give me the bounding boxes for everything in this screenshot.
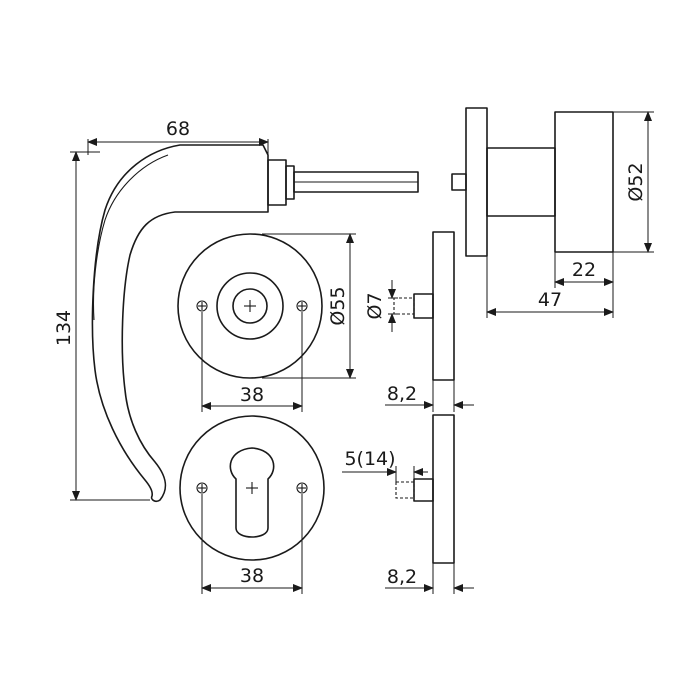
screw-icon xyxy=(296,300,308,312)
dim-label-22: 22 xyxy=(572,259,596,281)
rose-side-view xyxy=(393,231,455,381)
screw-icon xyxy=(196,482,208,494)
dim-label-d7: Ø7 xyxy=(364,292,386,319)
rose-outer-circle xyxy=(177,233,323,379)
dim-handle-height: 134 xyxy=(53,151,150,501)
knob-rose-plate xyxy=(465,107,488,257)
escutcheon-spindle-side xyxy=(413,478,434,502)
dim-knob-projection: 47 xyxy=(486,216,614,318)
dim-label-5-14: 5(14) xyxy=(344,448,395,470)
dim-label-38-escutcheon: 38 xyxy=(240,565,264,587)
dim-handle-width: 68 xyxy=(87,118,269,155)
rose-plate-side xyxy=(432,231,455,381)
knob-side-view xyxy=(451,107,614,257)
dim-spindle-diameter: Ø7 xyxy=(364,280,398,332)
dim-label-134: 134 xyxy=(53,310,75,346)
knob-neck xyxy=(486,147,556,217)
dim-label-8-2-escutcheon: 8,2 xyxy=(387,566,417,588)
escutcheon-plate-side xyxy=(432,414,455,564)
dim-cylinder-offset: 5(14) xyxy=(342,448,428,482)
cylinder-cutout xyxy=(229,447,275,538)
lever-handle xyxy=(91,144,419,503)
dim-rose-thickness: 8,2 xyxy=(385,380,474,412)
cylinder-escutcheon xyxy=(179,415,325,561)
dim-knob-diameter: Ø52 xyxy=(613,111,654,253)
lever-handle-edge-line xyxy=(92,154,169,321)
rose-spindle-hidden xyxy=(393,297,415,315)
knob-spindle-tip xyxy=(451,173,467,191)
escutcheon-side-view xyxy=(395,414,455,564)
rose-inner-circle xyxy=(216,272,284,340)
escutcheon-outer-circle xyxy=(179,415,325,561)
screw-icon xyxy=(296,482,308,494)
dim-rose-screw-spacing: 38 xyxy=(201,312,303,412)
round-rose xyxy=(177,233,323,379)
screw-icon xyxy=(196,300,208,312)
rose-spindle-side xyxy=(413,293,434,319)
rose-boss-circle xyxy=(232,288,268,324)
lever-handle-outline xyxy=(91,144,269,503)
dim-label-d55: Ø55 xyxy=(327,286,349,325)
escutcheon-spindle-hidden xyxy=(395,481,415,499)
dim-label-47: 47 xyxy=(538,289,562,311)
dim-escutcheon-screw-spacing: 38 xyxy=(201,494,303,594)
dim-knob-length: 22 xyxy=(554,252,614,288)
knob-body xyxy=(554,111,614,253)
dim-label-68: 68 xyxy=(166,118,190,140)
lever-neck-ring xyxy=(285,165,295,200)
dim-label-38-rose: 38 xyxy=(240,384,264,406)
lever-neck xyxy=(267,159,287,206)
dim-escutcheon-thickness: 8,2 xyxy=(385,563,474,594)
dim-rose-diameter: Ø55 xyxy=(262,233,356,379)
dim-label-8-2-rose: 8,2 xyxy=(387,383,417,405)
dim-label-d52: Ø52 xyxy=(625,162,647,201)
